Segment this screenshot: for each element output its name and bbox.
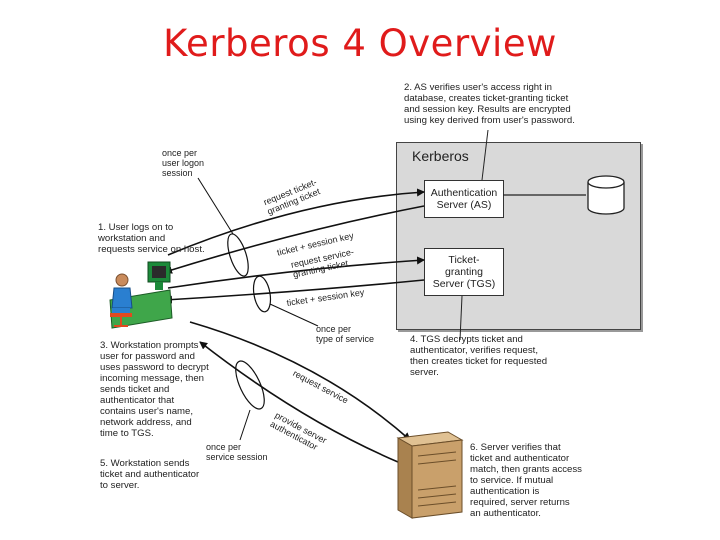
arrow-request-sgt [167, 256, 425, 289]
note2-leader [481, 129, 489, 181]
loop-service-session [235, 360, 265, 410]
arrow-ticket-session-key-1 [164, 205, 425, 274]
arrow-ticket-session-key-2 [164, 279, 425, 304]
loop-logon [227, 233, 249, 277]
step-2-note: 2. AS verifies user's access right in da… [404, 82, 575, 126]
arrow-request-service [189, 321, 411, 441]
kerberos-enclosure [396, 142, 641, 330]
once-per-service-session-label: once per service session [206, 442, 268, 462]
loop-service-type [252, 275, 272, 313]
leader-service-session [239, 409, 251, 441]
step-4-note: 4. TGS decrypts ticket and authenticator… [410, 334, 548, 378]
kerberos-label: Kerberos [412, 148, 469, 164]
slide-title: Kerberos 4 Overview [163, 22, 557, 65]
step-1-note: 1. User logs on to workstation and reque… [98, 222, 205, 255]
note4-leader [459, 295, 463, 341]
once-per-logon-label: once per user logon session [162, 148, 205, 178]
database-icon [587, 175, 625, 215]
step-3-note: 3. Workstation prompts user for password… [100, 340, 209, 439]
arrow-provide-authenticator [199, 341, 399, 463]
step-5-note: 5. Workstation sends ticket and authenti… [100, 458, 200, 491]
authentication-server-box: Authentication Server (AS) [424, 180, 504, 218]
once-per-service-type-label: once per type of service [316, 324, 375, 344]
user-workstation-icon [109, 261, 173, 329]
ticket-granting-server-box: Ticket- granting Server (TGS) [424, 248, 504, 296]
step-6-note: 6. Server verifies that ticket and authe… [470, 442, 582, 519]
leader-service-type [269, 303, 319, 327]
leader-logon [197, 177, 234, 235]
arrow-request-tgt [167, 188, 425, 256]
server-tower-icon [396, 431, 464, 519]
